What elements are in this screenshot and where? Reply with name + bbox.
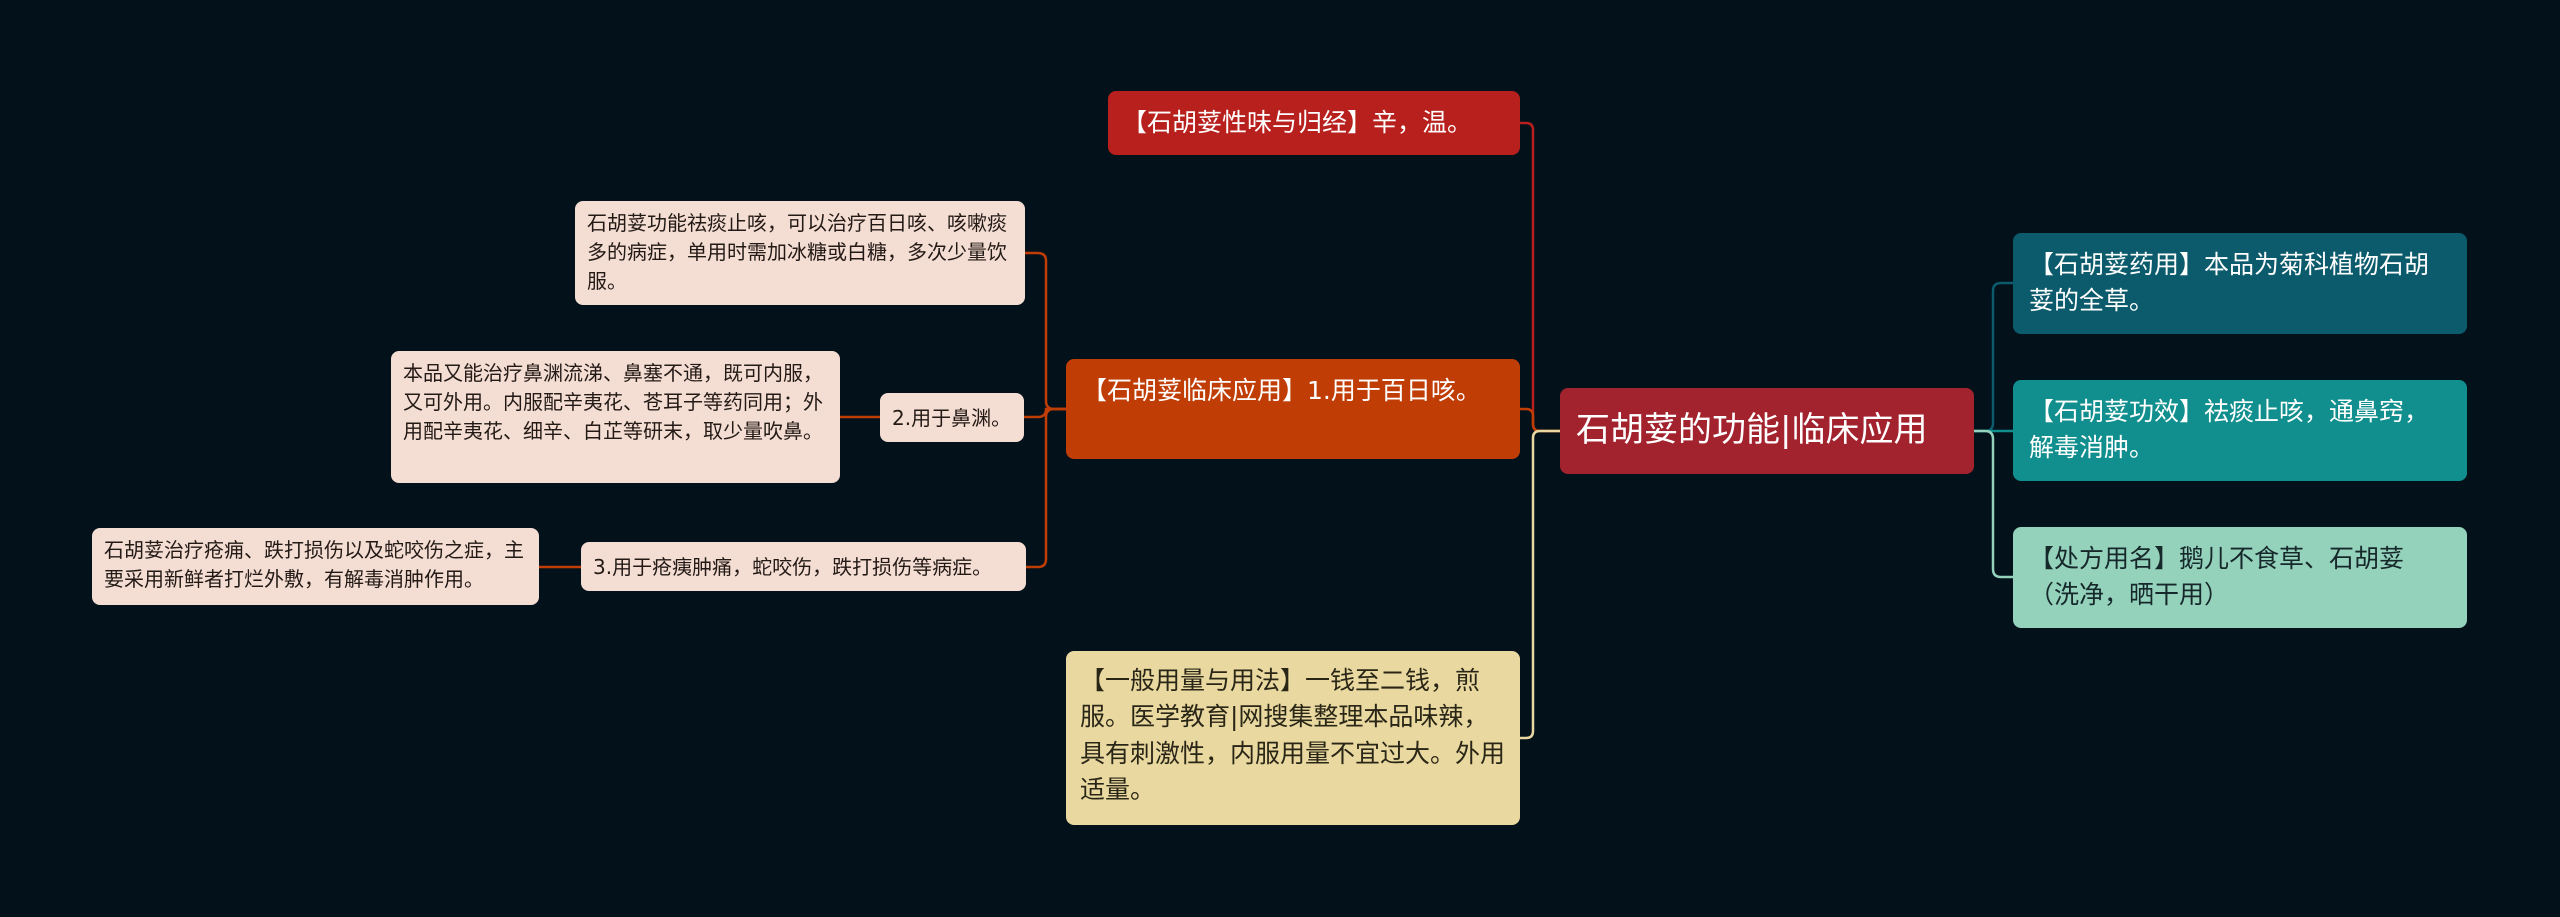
- link-root-to-bottom-branch: [1520, 429, 1560, 740]
- link-root-to-right3: [1974, 429, 2013, 579]
- branch-dosage[interactable]: 【一般用量与用法】一钱至二钱，煎服。医学教育|网搜集整理本品味辣，具有刺激性，内…: [1066, 651, 1520, 825]
- link-middle-to-sub3: [1026, 407, 1066, 569]
- branch-clinical-use[interactable]: 【石胡荽临床应用】1.用于百日咳。: [1066, 359, 1520, 459]
- link-root-to-top-branch: [1520, 121, 1560, 433]
- sub-rhinitis[interactable]: 2.用于鼻渊。: [880, 393, 1024, 442]
- branch-prescription-names[interactable]: 【处方用名】鹅儿不食草、石胡荽（洗净，晒干用）: [2013, 527, 2467, 628]
- link-middle-to-sub2: [1024, 407, 1066, 419]
- link-root-to-middle-branch: [1520, 407, 1560, 433]
- branch-efficacy[interactable]: 【石胡荽功效】祛痰止咳，通鼻窍，解毒消肿。: [2013, 380, 2467, 481]
- link-root-to-right1: [1974, 281, 2013, 433]
- leaf-rhinitis-detail[interactable]: 本品又能治疗鼻渊流涕、鼻塞不通，既可内服，又可外用。内服配辛夷花、苍耳子等药同用…: [391, 351, 840, 483]
- branch-properties[interactable]: 【石胡荽性味与归经】辛，温。: [1108, 91, 1520, 155]
- sub-sores-bites[interactable]: 3.用于疮痍肿痛，蛇咬伤，跌打损伤等病症。: [581, 542, 1026, 591]
- leaf-sores-detail[interactable]: 石胡荽治疗疮痈、跌打损伤以及蛇咬伤之症，主要采用新鲜者打烂外敷，有解毒消肿作用。: [92, 528, 539, 605]
- sub-whooping-cough[interactable]: 石胡荽功能祛痰止咳，可以治疗百日咳、咳嗽痰多的病症，单用时需加冰糖或白糖，多次少…: [575, 201, 1025, 305]
- link-middle-to-sub1: [1025, 251, 1066, 411]
- branch-medicinal-part[interactable]: 【石胡荽药用】本品为菊科植物石胡荽的全草。: [2013, 233, 2467, 334]
- root-topic[interactable]: 石胡荽的功能|临床应用: [1560, 388, 1974, 474]
